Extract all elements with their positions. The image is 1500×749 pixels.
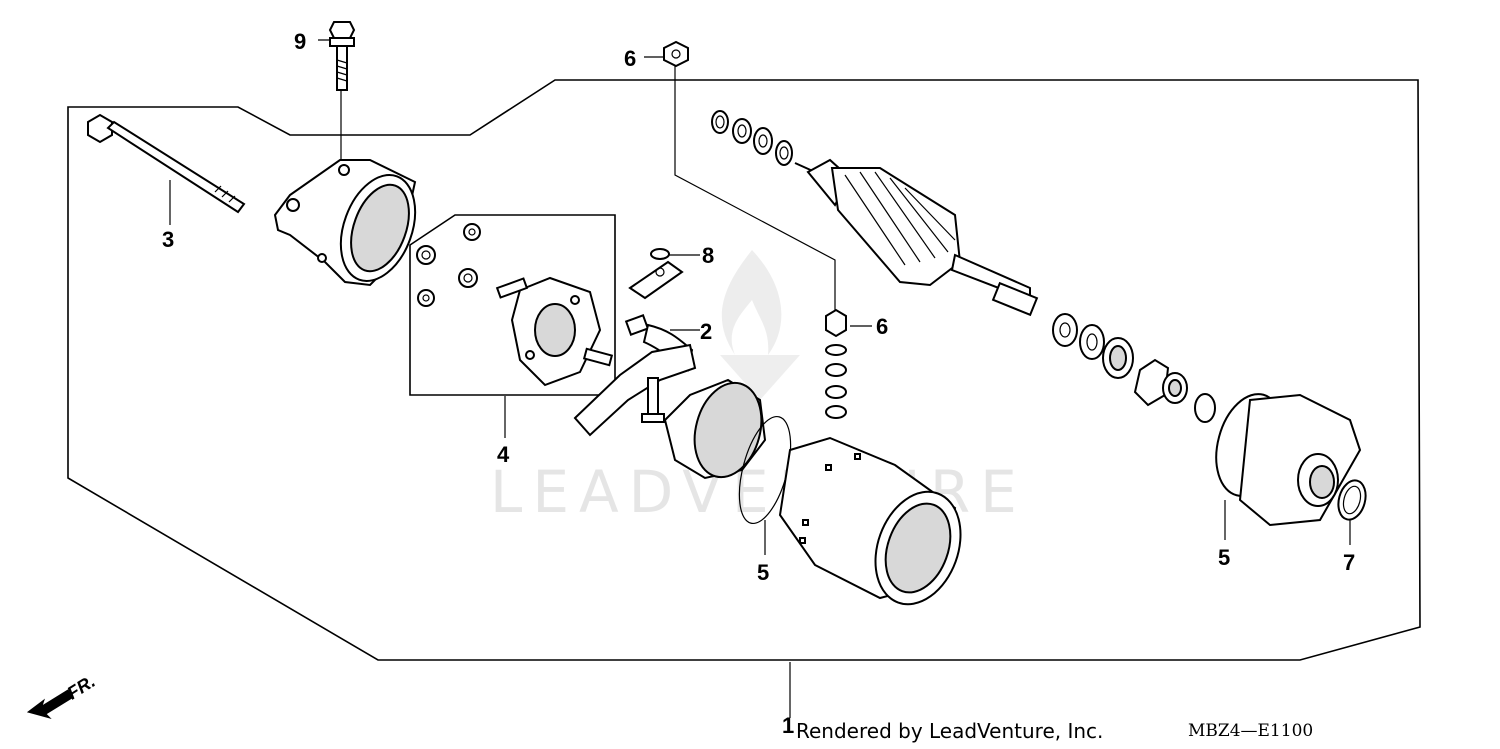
thrust-washers: [1052, 313, 1134, 379]
callout-4: 4: [497, 442, 510, 467]
watermark-v-icon: [720, 355, 800, 400]
diagram-code: MBZ4—E1100: [1188, 721, 1313, 741]
watermark-flame-icon: [721, 250, 782, 355]
callout-labels: 9 3 4 8 2 6 6 5 5 7 1: [162, 29, 1355, 738]
bolt-part-9: [328, 21, 356, 91]
callout-8: 8: [702, 243, 714, 268]
brush-holder-box: [409, 214, 616, 396]
callout-3: 3: [162, 227, 174, 252]
nut-part-6-top: [663, 40, 689, 68]
brush-springs: [416, 223, 481, 307]
brush-terminal-part-2: [573, 314, 697, 437]
starter-yoke: [778, 436, 962, 606]
leader-lines: [169, 39, 1351, 718]
callout-9: 9: [294, 29, 306, 54]
callout-5-yoke: 5: [757, 560, 769, 585]
retainer-and-bearings: [1133, 358, 1216, 423]
shim-washers-top: [711, 110, 793, 166]
callout-6-top: 6: [624, 46, 636, 71]
front-direction-indicator: FR.: [26, 671, 99, 719]
callout-2: 2: [700, 319, 712, 344]
assembly-boundary: [67, 79, 1421, 661]
armature: [794, 158, 1039, 317]
rear-cover: [273, 159, 417, 287]
brush-holder-plate: [495, 276, 614, 387]
terminal-clip-part-8: [628, 248, 684, 300]
callout-6: 6: [876, 314, 888, 339]
nut-washer-stack-part-6: [825, 308, 847, 419]
callout-1: 1: [782, 713, 794, 738]
render-credit: Rendered by LeadVenture, Inc.: [796, 719, 1103, 743]
callout-7: 7: [1343, 550, 1355, 575]
o-ring-part-7: [1337, 479, 1367, 521]
through-bolt-part-3: [87, 113, 246, 214]
front-arrow-icon: [26, 689, 73, 719]
callout-5-cover: 5: [1218, 545, 1230, 570]
front-cover: [1215, 393, 1362, 527]
